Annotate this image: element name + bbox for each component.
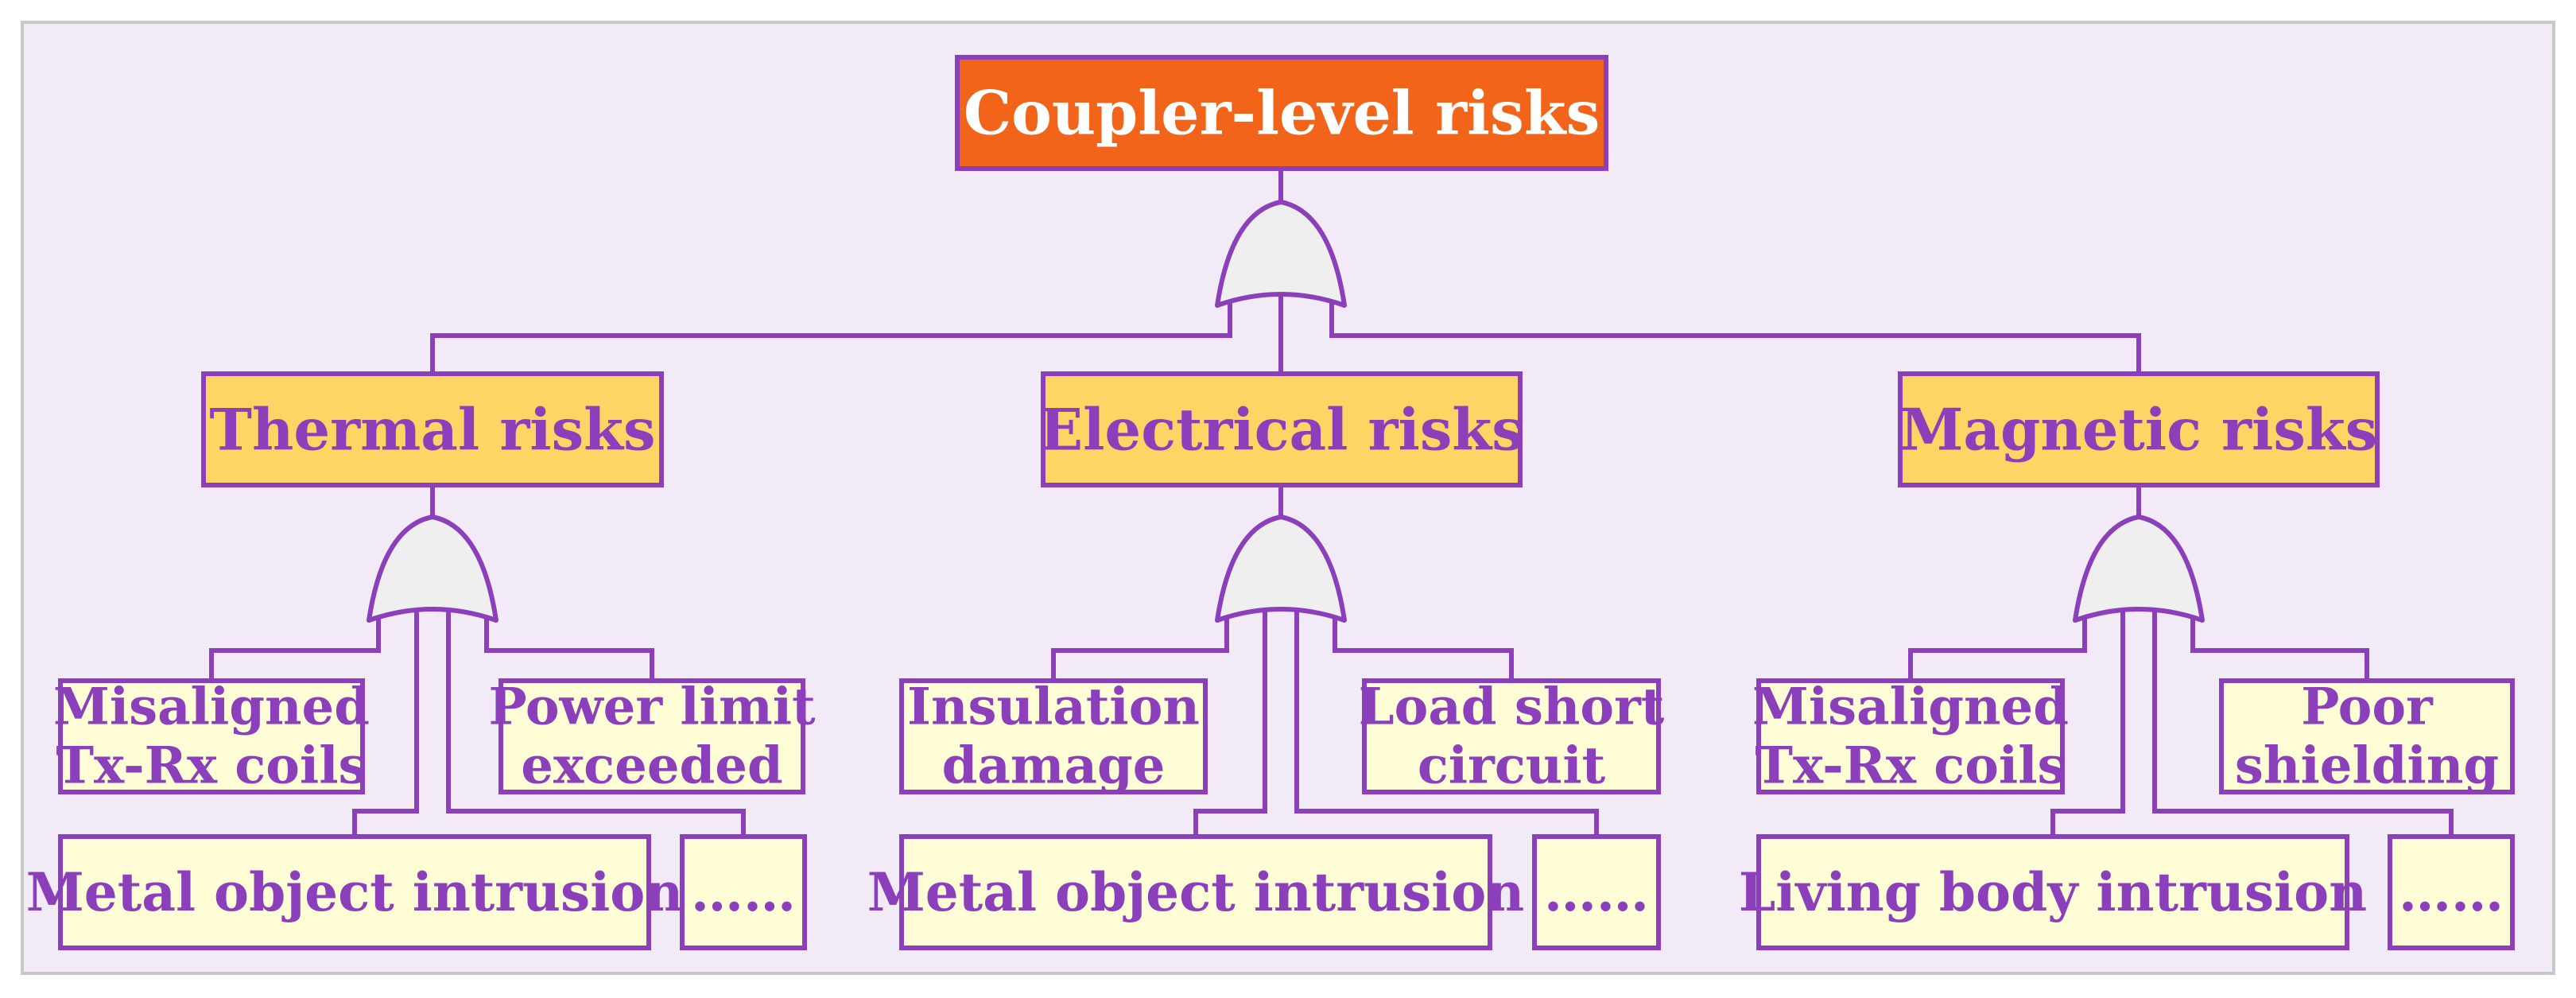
thermal-leaf-2-text: Power limit: [488, 678, 816, 737]
electrical-gate-to-leaf3-line: [1193, 609, 1267, 837]
electrical-or-gate: [1215, 515, 1347, 623]
thermal-leaf-4-frame: [680, 834, 807, 950]
top-or-gate: [1215, 200, 1347, 308]
thermal-leaf-4-text: ……: [691, 861, 796, 923]
thermal-leaf-1-text: Misaligned: [53, 678, 370, 737]
thermal-leaf-2-text: exceeded: [521, 736, 783, 796]
magnetic-leaf-3-text: Living body intrusion: [1739, 861, 2367, 923]
magnetic-leaf-4-text: ……: [2399, 861, 2504, 923]
connector-lines: [209, 169, 2454, 837]
thermal-leaf-4: ……: [680, 834, 807, 950]
thermal-gate-to-leaf3-line: [352, 609, 419, 837]
top-gate-to-magnetic-line: [1329, 294, 2141, 374]
electrical-leaf-1-frame: [899, 678, 1208, 794]
magnetic-leaf-2-text: Poor: [2301, 678, 2434, 737]
magnetic-gate-to-leaf4-line: [2152, 609, 2454, 837]
magnetic-gate-to-leaf3-line: [2050, 609, 2125, 837]
magnetic-leaf-4: ……: [2388, 834, 2515, 950]
magnetic-leaf-1-frame: [1756, 678, 2065, 794]
magnetic-or-gate: [2073, 515, 2205, 623]
thermal-gate-to-leaf4-line: [446, 609, 746, 837]
or-gates: [367, 200, 2205, 623]
electrical-leaf-2-text: circuit: [1418, 736, 1606, 796]
magnetic-leaf-1-text: Tx-Rx coils: [1755, 736, 2066, 796]
top-event-coupler-level-risks: Coupler-level risks: [955, 55, 1608, 171]
electrical-leaf-3-text: Metal object intrusion: [867, 861, 1525, 923]
thermal-leaf-3: Metal object intrusion: [26, 834, 684, 950]
magnetic-gate-to-leaf1-line: [1908, 611, 2087, 681]
thermal-leaf-3-text: Metal object intrusion: [26, 861, 684, 923]
thermal-risks-box-text: Thermal risks: [209, 396, 655, 464]
magnetic-risks-box-frame: [1898, 371, 2380, 487]
magnetic-leaf-3: Living body intrusion: [1739, 834, 2367, 950]
magnetic-leaf-1-text: Misaligned: [1752, 678, 2069, 737]
magnetic-risks-box: Magnetic risks: [1898, 371, 2380, 487]
thermal-leaf-1-frame: [58, 678, 365, 794]
electrical-leaf-2-text: Load short: [1359, 678, 1665, 737]
electrical-leaf-3: Metal object intrusion: [867, 834, 1525, 950]
thermal-leaf-2-frame: [499, 678, 805, 794]
magnetic-leaf-2-text: shielding: [2235, 736, 2499, 796]
electrical-gate-to-leaf1-line: [1051, 611, 1229, 681]
diagram-background: [21, 21, 2555, 975]
magnetic-gate-to-leaf2-line: [2190, 611, 2369, 681]
thermal-risks-box-frame: [201, 371, 664, 487]
thermal-or-gate: [367, 515, 499, 623]
electrical-risks-box: Electrical risks: [1039, 371, 1524, 487]
top-gate-to-thermal-line: [430, 294, 1232, 374]
top-event-coupler-level-risks-frame: [955, 55, 1608, 171]
thermal-leaf-1-text: Tx-Rx coils: [56, 736, 367, 796]
electrical-leaf-1-text: Insulation: [907, 678, 1200, 737]
electrical-gate-to-leaf4-line: [1294, 609, 1599, 837]
thermal-risks-box: Thermal risks: [201, 371, 664, 487]
electrical-leaf-4: ……: [1532, 834, 1661, 950]
magnetic-leaf-4-frame: [2388, 834, 2515, 950]
electrical-leaf-4-frame: [1532, 834, 1661, 950]
thermal-leaf-3-frame: [58, 834, 651, 950]
thermal-gate-to-leaf2-line: [484, 611, 654, 681]
electrical-gate-to-leaf2-line: [1333, 611, 1514, 681]
magnetic-leaf-3-frame: [1756, 834, 2349, 950]
electrical-leaf-2-frame: [1362, 678, 1661, 794]
thermal-gate-to-leaf1-line: [209, 611, 381, 681]
top-event-coupler-level-risks-text: Coupler-level risks: [964, 78, 1600, 149]
electrical-leaf-3-frame: [899, 834, 1492, 950]
electrical-risks-box-frame: [1041, 371, 1523, 487]
magnetic-leaf-2-frame: [2219, 678, 2515, 794]
electrical-leaf-1-text: damage: [942, 736, 1166, 796]
magnetic-risks-box-text: Magnetic risks: [1900, 396, 2378, 464]
electrical-risks-box-text: Electrical risks: [1039, 396, 1524, 464]
electrical-leaf-4-text: ……: [1544, 861, 1649, 923]
